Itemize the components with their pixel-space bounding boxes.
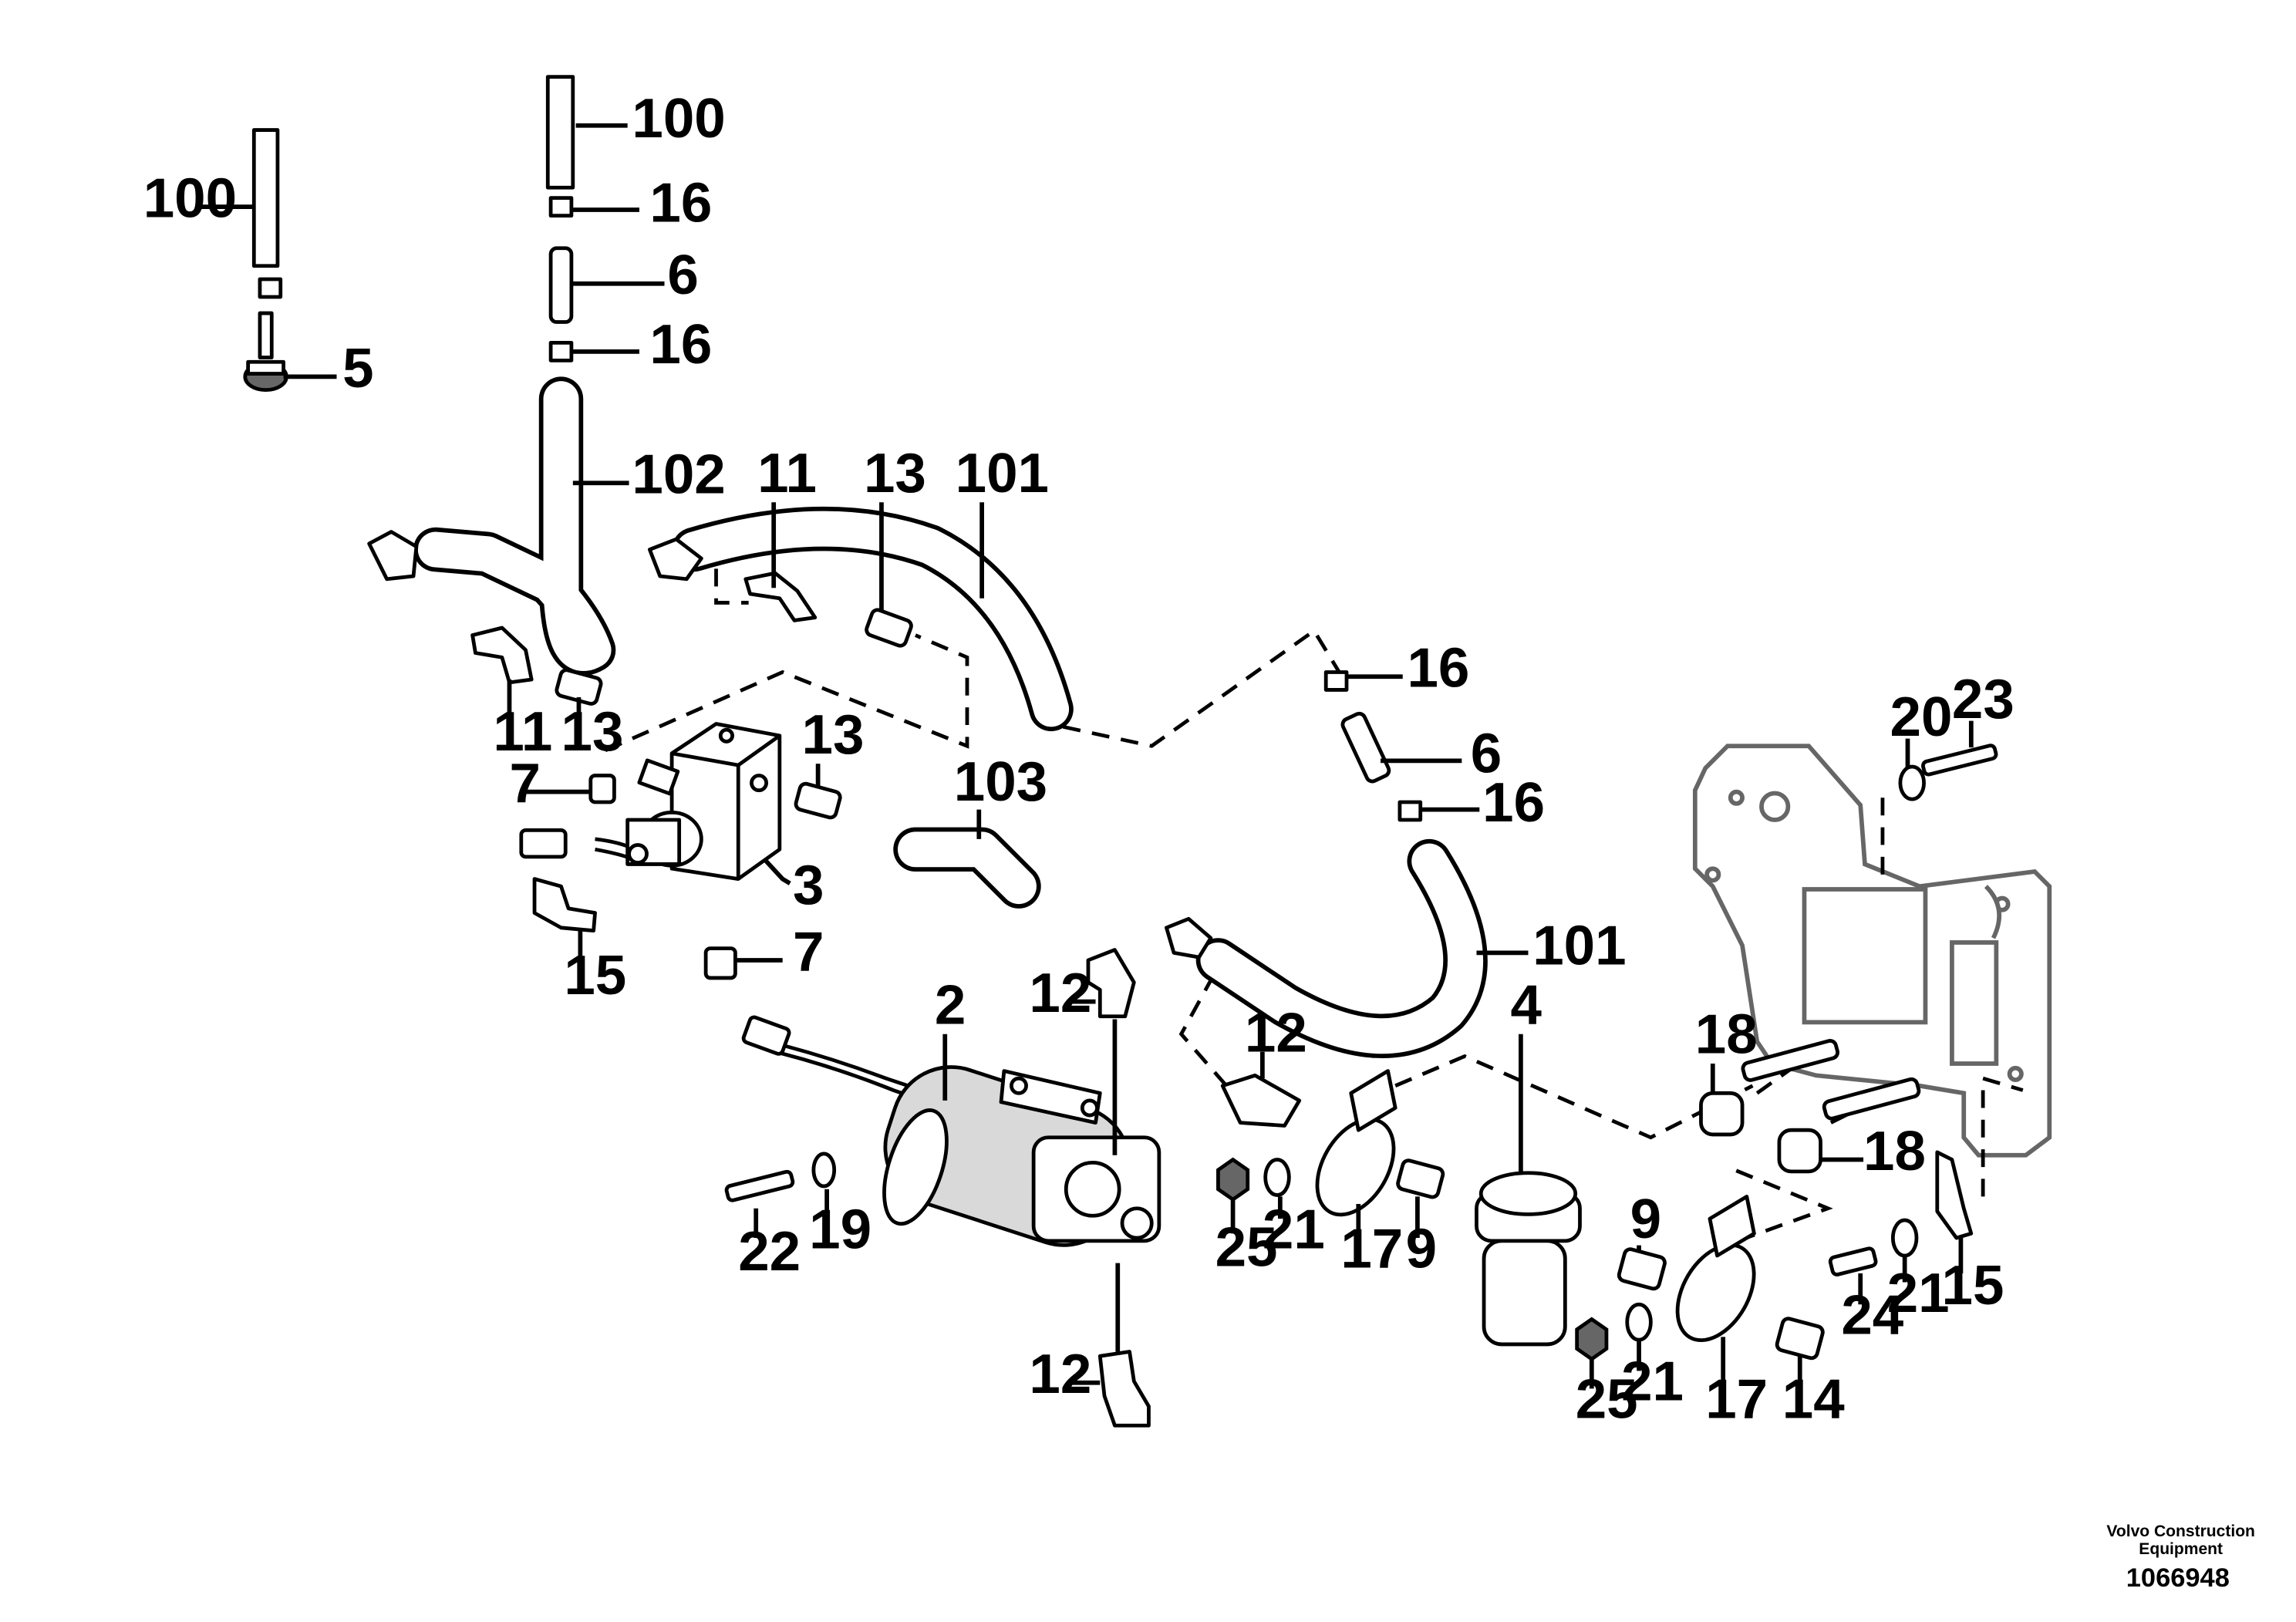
callout-25-b: 25: [1576, 1368, 1638, 1431]
callout-13-left: 13: [561, 700, 623, 763]
callout-15-left: 15: [564, 944, 626, 1007]
elbow-11-top: [743, 571, 818, 622]
bracket-15-left: [532, 877, 597, 933]
solenoid: [519, 811, 703, 868]
callout-100-b: 100: [632, 87, 725, 150]
callout-101-top: 101: [956, 442, 1049, 504]
hoses: [251, 75, 1488, 1137]
screw-22: [724, 1169, 795, 1202]
callout-17-a: 17: [1340, 1217, 1403, 1280]
washer-19: [811, 1152, 837, 1189]
callout-11-left: 11: [493, 700, 552, 763]
clamp-17-b: [1675, 1194, 1756, 1343]
callout-2: 2: [935, 973, 966, 1036]
publisher-line-2: Equipment: [2139, 1540, 2223, 1558]
callout-15-right: 15: [1942, 1254, 2004, 1317]
pump-2: [741, 1015, 1161, 1247]
callout-100-a: 100: [143, 167, 237, 230]
nipple-13-mid: [794, 781, 842, 820]
callout-103: 103: [954, 750, 1047, 813]
fittings: [243, 196, 1998, 1428]
callout-25-a: 25: [1215, 1216, 1278, 1278]
washer-21-a: [1263, 1158, 1291, 1197]
callout-12-b: 12: [1029, 1343, 1091, 1405]
callout-23: 23: [1952, 668, 2014, 730]
callout-101-right: 101: [1532, 915, 1626, 977]
figure-number: 1066948: [2126, 1563, 2230, 1593]
callout-21-c: 21: [1887, 1262, 1950, 1324]
callout-12-a: 12: [1029, 962, 1091, 1024]
callout-102: 102: [632, 443, 725, 506]
footer: Volvo Construction Equipment 1066948: [2106, 1523, 2255, 1593]
washer-21-c: [1890, 1218, 1919, 1258]
callout-24: 24: [1841, 1284, 1903, 1347]
callout-9-a: 9: [1406, 1217, 1437, 1280]
callout-18-b: 18: [1863, 1120, 1926, 1182]
callout-16-c: 16: [1407, 637, 1469, 700]
callout-labels: 100 100 16 6 16 5 102 11 13 101 11 13 7 …: [143, 87, 2014, 1431]
callout-16-a: 16: [649, 171, 712, 234]
nipple-13-top: [865, 608, 913, 648]
clamp-17-a: [1315, 1069, 1397, 1217]
callout-4: 4: [1511, 973, 1542, 1036]
connector-6-a: [548, 246, 574, 324]
screw-23: [1921, 744, 1998, 777]
callout-20: 20: [1890, 686, 1953, 748]
callout-19: 19: [809, 1198, 872, 1260]
callout-17-b: 17: [1705, 1368, 1768, 1431]
nut-25-b: [1575, 1317, 1609, 1361]
plug-7-a: [588, 774, 616, 804]
valve-5: [243, 311, 288, 393]
callout-13-mid: 13: [802, 703, 865, 766]
callout-7-b: 7: [793, 920, 824, 983]
callout-14: 14: [1782, 1368, 1845, 1431]
washer-21-b: [1625, 1302, 1653, 1342]
callout-21-b: 21: [1621, 1351, 1684, 1413]
elbow-12-b: [1097, 1350, 1151, 1428]
washer-20: [1898, 764, 1926, 801]
callout-7-a: 7: [509, 752, 540, 814]
callout-16-d: 16: [1482, 771, 1545, 834]
clamp-16-e: [1397, 800, 1423, 822]
clamp-16-b: [548, 196, 574, 218]
nipple-9-b: [1617, 1247, 1667, 1291]
leaders: [199, 123, 1974, 1389]
callout-9-b: 9: [1630, 1188, 1661, 1250]
callout-11-top: 11: [757, 442, 817, 504]
callout-13-top: 13: [864, 442, 926, 504]
nut-25-a: [1216, 1157, 1250, 1202]
nipple-13-left: [555, 668, 603, 706]
hose-100-top: [545, 75, 575, 190]
callout-16-b: 16: [649, 313, 712, 376]
callout-6-a: 6: [667, 244, 698, 306]
callout-18-a: 18: [1695, 1003, 1758, 1066]
callout-5: 5: [342, 337, 373, 400]
screw-24: [1828, 1246, 1878, 1276]
callout-21-a: 21: [1263, 1198, 1325, 1260]
publisher-line-1: Volvo Construction: [2106, 1523, 2255, 1540]
elbow-11-left: [470, 626, 534, 685]
spacer-18-b: [1777, 1128, 1822, 1174]
plug-7-b: [703, 946, 737, 980]
callout-22: 22: [738, 1220, 801, 1283]
clamp-16-d: [1323, 670, 1349, 692]
callout-12-c: 12: [1245, 1002, 1307, 1064]
nipple-9-a: [1396, 1158, 1445, 1199]
clamp-16-a: [258, 277, 283, 299]
elbow-12-a: [1086, 948, 1136, 1019]
connector-6-b: [1340, 711, 1391, 784]
callout-6-b: 6: [1471, 723, 1502, 785]
filter-4: [1475, 1171, 1582, 1347]
clamp-16-c: [548, 340, 574, 363]
spacer-18-a: [1699, 1091, 1745, 1137]
bracket-15-right: [1935, 1150, 1974, 1240]
hose-100-left: [251, 128, 280, 268]
nipple-14: [1775, 1317, 1825, 1361]
elbow-12-c: [1220, 1073, 1302, 1128]
callout-3: 3: [793, 854, 824, 916]
